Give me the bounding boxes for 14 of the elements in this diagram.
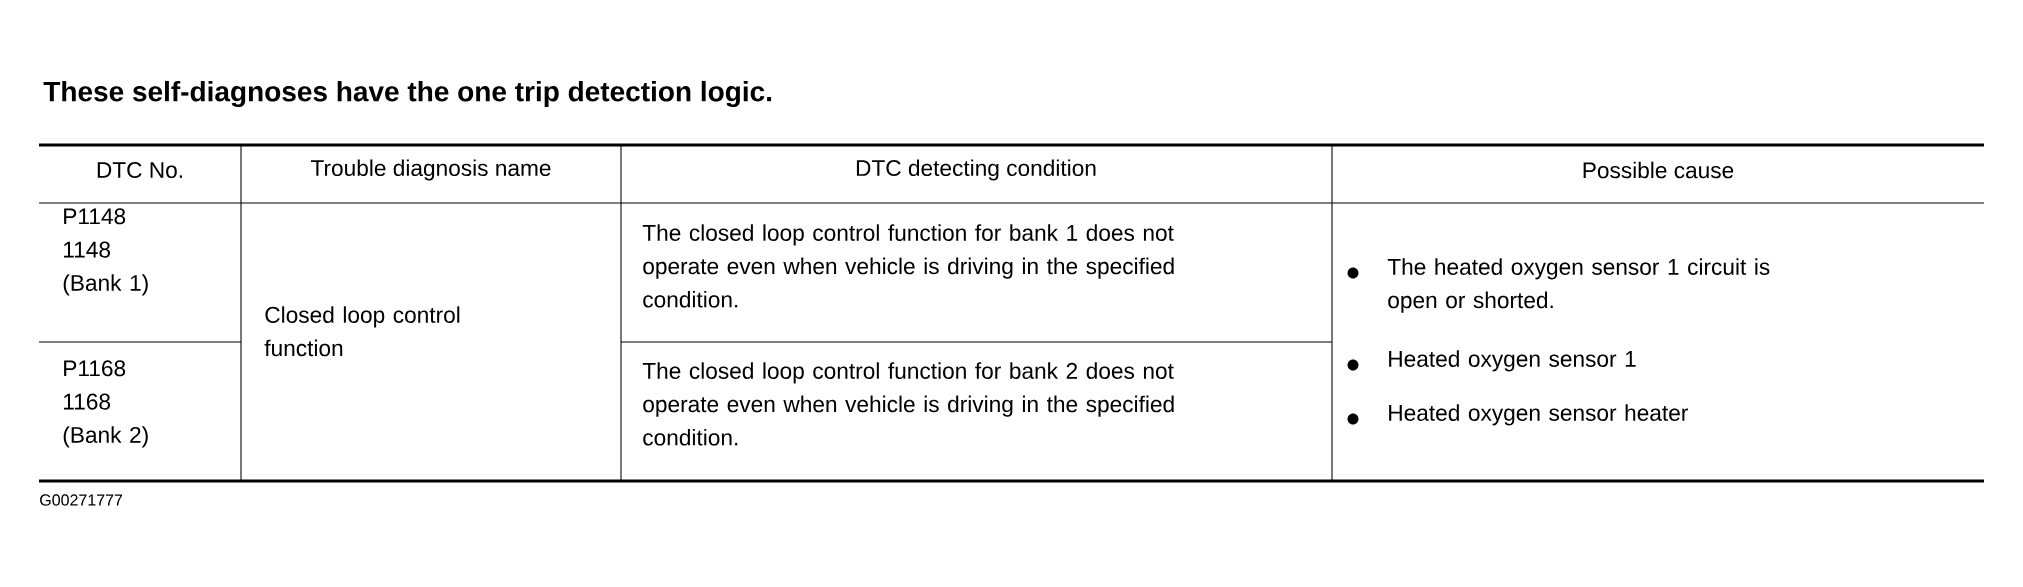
table-cell: The closed loop control function for bank 2 does not operate even when vehicle is driving in the specified condition. — [642, 362, 1174, 446]
table-cell: P1168 1168 (Bank 2) — [63, 360, 148, 448]
table-cell: The closed loop control function for bank 1 does not operate even when vehicle is driving in the specified condition. — [642, 224, 1174, 308]
header-cell: DTC No. — [97, 162, 182, 179]
table-cell: Heated oxygen sensor heater — [1389, 404, 1688, 426]
table-cell: Closed loop control function — [264, 306, 460, 357]
header-cell: Trouble diagnosis name — [311, 159, 551, 181]
title: These self-diagnoses have the one trip detection logic. — [43, 80, 772, 108]
header-cell: Possible cause — [1583, 161, 1734, 179]
table-cell: P1148 1148 (Bank 1) — [63, 208, 148, 296]
table-cell: The heated oxygen sensor 1 circuit is open or shorted. — [1387, 258, 1770, 313]
header-cell: DTC detecting condition — [856, 159, 1096, 181]
table-cell: Heated oxygen sensor 1 — [1389, 350, 1636, 372]
figure-code: G00271777 — [40, 494, 123, 506]
